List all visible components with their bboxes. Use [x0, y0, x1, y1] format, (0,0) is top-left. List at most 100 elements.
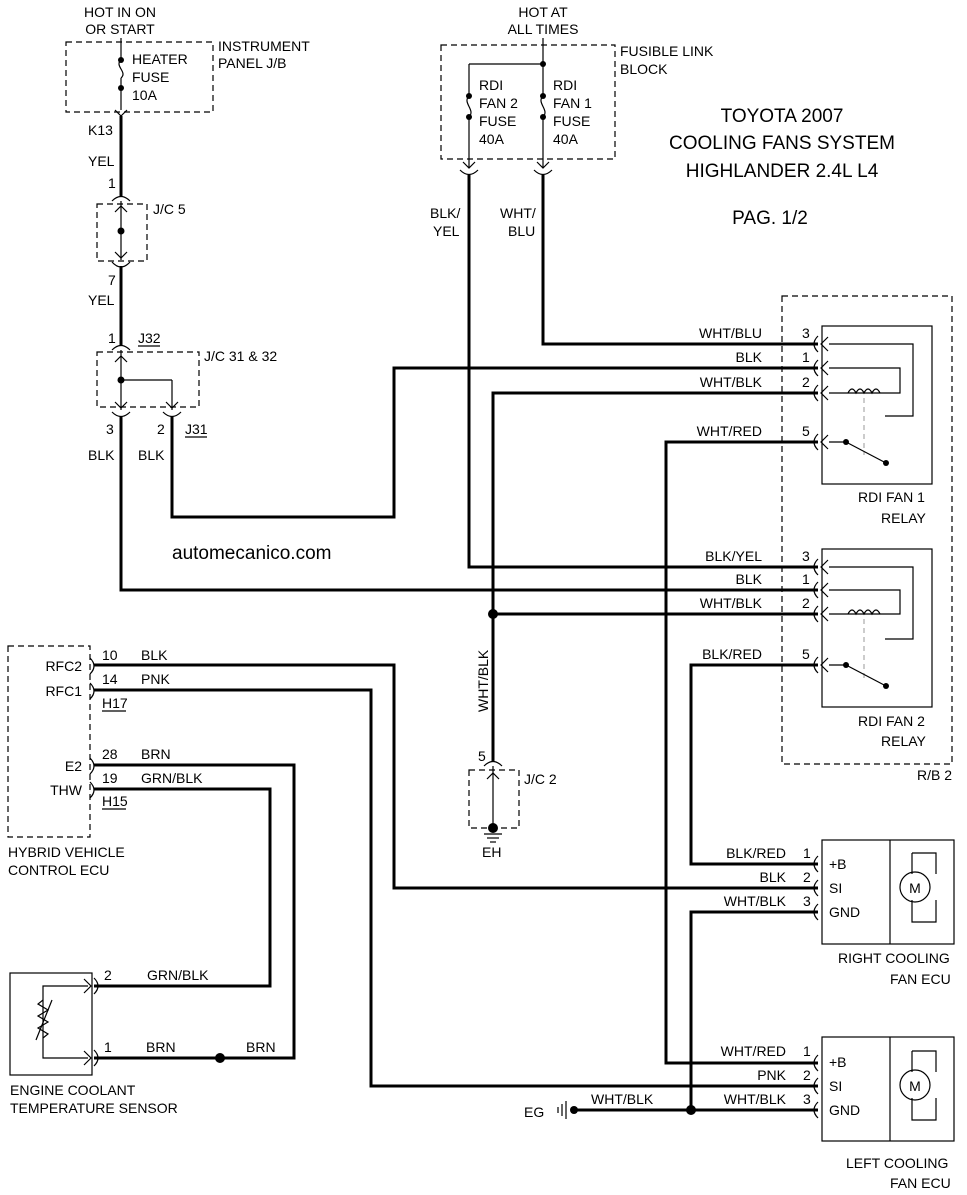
- fan2-fuse-label-1: RDI: [479, 77, 503, 93]
- ecu-wire-grn-blk: GRN/BLK: [141, 770, 203, 786]
- wire-blk-right: BLK: [138, 447, 165, 463]
- wire-wht-blk-trunk: [491, 391, 818, 762]
- jc5-label: J/C 5: [153, 201, 186, 217]
- ecu-pin-name-thw: THW: [50, 782, 83, 798]
- relay1-wire-1: WHT/BLU: [699, 325, 762, 341]
- jc5-pin-in: 1: [108, 175, 116, 191]
- relay-box-outline: [781, 295, 953, 765]
- relay1-pin-2: 1: [802, 349, 810, 365]
- ecu-wire-blk: BLK: [141, 647, 168, 663]
- jc2-label: J/C 2: [524, 771, 557, 787]
- splice-wire-brn: BRN: [246, 1039, 276, 1055]
- fan1-fuse-label-3: FUSE: [553, 113, 590, 129]
- wire-yel-2: YEL: [88, 292, 115, 308]
- left-fan-motor-icon: [899, 1069, 931, 1101]
- fan1-fuse-label-4: 40A: [553, 131, 579, 147]
- title-line-3: HIGHLANDER 2.4L L4: [686, 161, 879, 182]
- left-fan-pin-name-b: +B: [829, 1054, 847, 1070]
- relay1-name-2: RELAY: [881, 510, 927, 526]
- relay2-name-1: RDI FAN 2: [858, 713, 925, 729]
- right-fan-motor-label: M: [909, 880, 921, 896]
- wire-yel-1: YEL: [88, 153, 115, 169]
- left-fan-wire-3: WHT/BLK: [724, 1091, 787, 1107]
- sensor-label-1: ENGINE COOLANT: [10, 1082, 136, 1098]
- right-cooling-fan-ecu: +B SI GND M RIGHT COOLING FAN ECU: [813, 839, 955, 987]
- wire-blk-relay1-pin1: [170, 366, 818, 519]
- ecu-label-1: HYBRID VEHICLE: [8, 844, 125, 860]
- relay2-wire-3: WHT/BLK: [700, 595, 763, 611]
- watermark: automecanico.com: [172, 543, 331, 564]
- fan1-fuse-label-1: RDI: [553, 77, 577, 93]
- fan2-fuse-label-3: FUSE: [479, 113, 516, 129]
- right-fan-pin-3: 3: [803, 893, 811, 909]
- coolant-temp-sensor: ENGINE COOLANT TEMPERATURE SENSOR 2 GRN/…: [9, 967, 276, 1116]
- relay2-pin-2: 1: [802, 571, 810, 587]
- jc2-junction: 5 J/C 2 EH: [468, 748, 557, 860]
- connector-h15: H15: [102, 793, 128, 809]
- ecu-pin-name-rfc2: RFC2: [45, 658, 82, 674]
- right-fan-pin-name-b: +B: [829, 856, 847, 872]
- sensor-wire-brn: BRN: [146, 1039, 176, 1055]
- wire-grn-blk-thw: [94, 787, 272, 988]
- sensor-pin-2: 2: [104, 967, 112, 983]
- wire-blk-left: BLK: [88, 447, 115, 463]
- fan1-fuse-icon: [540, 95, 546, 118]
- title-line-2: COOLING FANS SYSTEM: [669, 133, 895, 154]
- relay1-wire-4: WHT/RED: [697, 423, 762, 439]
- ground-eh-label: EH: [482, 844, 501, 860]
- wire-wht-blu-2: BLU: [508, 223, 535, 239]
- right-fan-label-2: FAN ECU: [890, 971, 951, 987]
- relay2-pin-3: 2: [802, 595, 810, 611]
- relay2-name-2: RELAY: [881, 733, 927, 749]
- right-fan-wire-1: BLK/RED: [726, 845, 786, 861]
- fusible-link-block: HOT AT ALL TIMES FUSIBLE LINK BLOCK RDI …: [440, 4, 714, 176]
- fusible-link-label-1: FUSIBLE LINK: [620, 43, 714, 59]
- hot-at-label: HOT AT: [518, 4, 568, 20]
- heater-fuse-label-3: 10A: [132, 87, 158, 103]
- wire-wht-red: [664, 440, 818, 1065]
- relay1-wire-2: BLK: [736, 349, 763, 365]
- left-cooling-fan-ecu: +B SI GND M LEFT COOLING FAN ECU: [813, 1036, 955, 1191]
- relay2-switch-icon: [845, 664, 887, 687]
- rdi-fan1-relay: RDI FAN 1 RELAY: [813, 325, 933, 526]
- title-line-1: TOYOTA 2007: [721, 106, 844, 127]
- wire-blk-yel-relay2-pin3: [467, 175, 818, 569]
- ecu-pin-name-rfc1: RFC1: [45, 683, 82, 699]
- right-fan-pin-name-gnd: GND: [829, 904, 860, 920]
- ecu-box: [7, 645, 91, 838]
- left-fan-motor-label: M: [909, 1078, 921, 1094]
- wire-pnk-rfc1: [94, 688, 818, 1088]
- all-times-label: ALL TIMES: [508, 21, 579, 37]
- fusible-link-box: [440, 44, 616, 160]
- left-fan-pin-2: 2: [803, 1067, 811, 1083]
- instrument-panel-box: [65, 41, 214, 113]
- relay1-pin-3: 2: [802, 374, 810, 390]
- relay2-coil-icon: [847, 609, 881, 616]
- wire-wht-blk-vertical: WHT/BLK: [475, 649, 491, 712]
- title-block: TOYOTA 2007 COOLING FANS SYSTEM HIGHLAND…: [669, 106, 895, 229]
- relay1-wire-3: WHT/BLK: [700, 374, 763, 390]
- ecu-pin-14: 14: [102, 671, 118, 687]
- right-fan-wire-3: WHT/BLK: [724, 893, 787, 909]
- j31-label: J31: [185, 421, 208, 437]
- left-fan-pin-3: 3: [803, 1091, 811, 1107]
- wire-blk-red: [689, 663, 818, 866]
- right-fan-motor-icon: [899, 871, 931, 903]
- right-fan-pin-name-si: SI: [829, 880, 842, 896]
- relay1-switch-icon: [845, 441, 887, 464]
- instrument-panel-label-1: INSTRUMENT: [218, 38, 310, 54]
- ecu-pin-19: 19: [102, 770, 118, 786]
- jc3132-pin-3: 3: [106, 421, 114, 437]
- sensor-pin-1: 1: [104, 1039, 112, 1055]
- fan2-fuse-label-2: FAN 2: [479, 95, 518, 111]
- j32-label: J32: [138, 330, 161, 346]
- wire-blk-rfc2: [94, 663, 818, 890]
- jc3132-junction: 1 J32 J/C 31 & 32 3 2 J31: [96, 330, 277, 438]
- right-fan-pin-2: 2: [803, 869, 811, 885]
- left-fan-label-2: FAN ECU: [890, 1175, 951, 1191]
- fusible-link-label-2: BLOCK: [620, 61, 668, 77]
- ecu-wire-brn: BRN: [141, 746, 171, 762]
- jc5-pin-out: 7: [108, 272, 116, 288]
- left-fan-wire-1: WHT/RED: [721, 1043, 786, 1059]
